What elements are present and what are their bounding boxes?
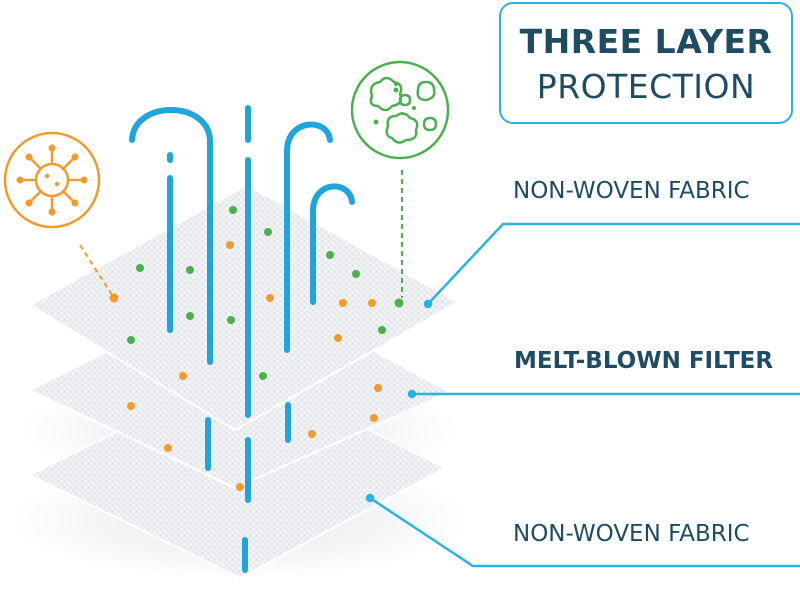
airflow-stream-5 — [310, 183, 355, 305]
leader-line-top — [427, 222, 800, 305]
layer-label-middle: MELT-BLOWN FILTER — [514, 348, 774, 374]
dust-particles-icon — [350, 60, 450, 298]
airflow-stream-1 — [129, 107, 213, 365]
airflow-streams — [129, 105, 355, 418]
label-leader-lines — [365, 222, 800, 568]
top-fabric-layer — [28, 183, 461, 432]
title-line-2: PROTECTION — [536, 67, 756, 106]
title-box: THREE LAYER PROTECTION — [499, 2, 793, 124]
layer-label-top: NON-WOVEN FABRIC — [513, 178, 750, 204]
top-layer-particles — [109, 206, 404, 380]
title-line-1: THREE LAYER — [519, 22, 773, 61]
airflow-stream-4 — [284, 121, 333, 353]
layer-label-bottom: NON-WOVEN FABRIC — [513, 521, 750, 547]
virus-icon — [3, 131, 115, 299]
leader-line-bottom — [369, 496, 800, 568]
